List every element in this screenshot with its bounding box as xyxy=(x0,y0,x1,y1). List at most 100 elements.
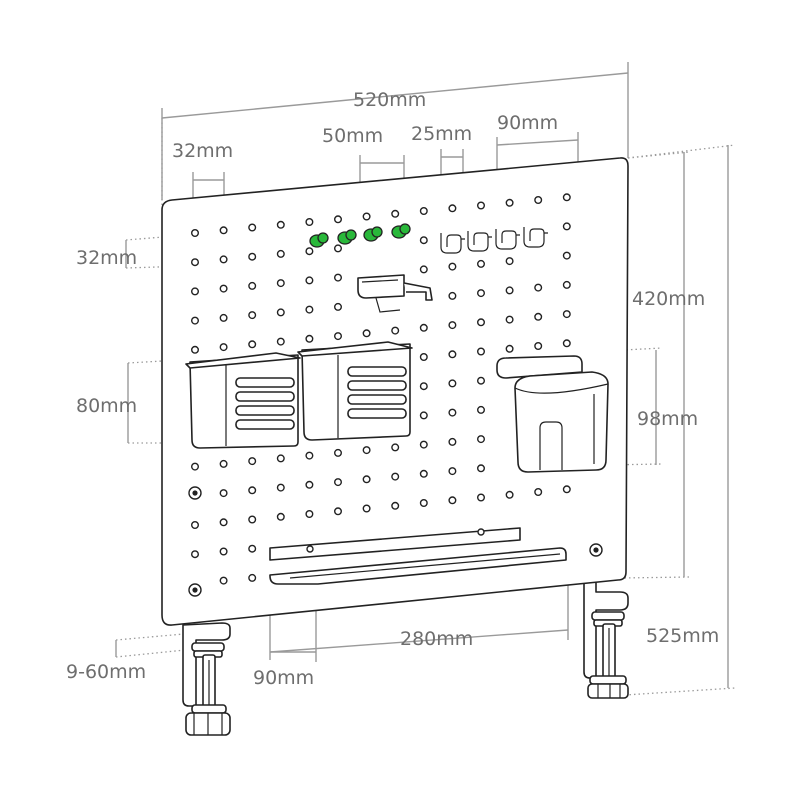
peg-hole xyxy=(562,222,571,231)
peg-hole xyxy=(190,287,199,296)
label-hook-spacing: 25mm xyxy=(411,123,472,145)
peg-hole xyxy=(505,286,514,295)
peg-hole xyxy=(477,435,486,444)
dim-hole-spacing-v: 32mm xyxy=(76,234,189,269)
peg-hole xyxy=(190,345,199,354)
peg-hole xyxy=(276,483,285,492)
peg-hole xyxy=(276,220,285,229)
peg-hole xyxy=(477,464,486,473)
peg-hole xyxy=(448,496,457,505)
peg-hole xyxy=(477,493,486,502)
s-hook xyxy=(440,233,465,254)
peg-hole xyxy=(305,247,314,256)
peg-hole xyxy=(276,454,285,463)
peg-hole xyxy=(219,313,228,322)
s-hook xyxy=(495,229,520,250)
peg-hole xyxy=(305,334,314,343)
peg-hole xyxy=(248,223,257,232)
peg-hole xyxy=(534,195,543,204)
peg-hole xyxy=(305,451,314,460)
peg-hole xyxy=(305,217,314,226)
peg-hole xyxy=(334,507,343,516)
peg-hole xyxy=(334,273,343,282)
peg-hole xyxy=(305,276,314,285)
peg-hole xyxy=(448,291,457,300)
peg-hole xyxy=(562,485,571,494)
peg-hole xyxy=(305,510,314,519)
label-shelf-offset: 90mm xyxy=(253,667,314,689)
s-hook xyxy=(467,231,492,252)
peg-hole xyxy=(219,489,228,498)
green-peg xyxy=(309,232,329,248)
peg-hole xyxy=(248,515,257,524)
peg-hole xyxy=(219,226,228,235)
peg-hole xyxy=(562,251,571,260)
peg-hole xyxy=(276,279,285,288)
peg-hole xyxy=(248,311,257,320)
peg-hole xyxy=(219,547,228,556)
peg-hole xyxy=(562,339,571,348)
label-hole-spacing-h: 32mm xyxy=(172,140,233,162)
peg-hole xyxy=(448,262,457,271)
peg-hole xyxy=(505,315,514,324)
label-hole-spacing-v: 32mm xyxy=(76,247,137,269)
peg-hole xyxy=(448,379,457,388)
peg-hole xyxy=(362,212,371,221)
peg-hole xyxy=(362,329,371,338)
peg-hole xyxy=(362,475,371,484)
peg-hole xyxy=(419,323,428,332)
peg-hole xyxy=(190,462,199,471)
peg-hole xyxy=(391,501,400,510)
peg-hole xyxy=(419,382,428,391)
peg-hole xyxy=(505,198,514,207)
peg-hole xyxy=(534,283,543,292)
peg-hole xyxy=(477,376,486,385)
peg-hole xyxy=(477,405,486,414)
cup-holder xyxy=(496,355,609,473)
peg-hole xyxy=(219,459,228,468)
clamp-leg-left xyxy=(182,622,231,736)
peg-hole xyxy=(190,316,199,325)
peg-hole xyxy=(419,440,428,449)
tray-shelf xyxy=(269,527,567,585)
peg-hole xyxy=(534,342,543,351)
label-basket-height: 80mm xyxy=(76,395,137,417)
s-hook xyxy=(523,227,548,248)
peg-hole xyxy=(505,344,514,353)
green-peg xyxy=(391,223,411,239)
peg-hole xyxy=(190,550,199,559)
peg-hole xyxy=(562,193,571,202)
label-hooks-span: 90mm xyxy=(497,112,558,134)
label-overall-width: 520mm xyxy=(353,89,426,111)
peg-hole xyxy=(419,469,428,478)
peg-hole xyxy=(562,310,571,319)
peg-hole xyxy=(334,448,343,457)
peg-hole xyxy=(305,305,314,314)
peg-hole xyxy=(448,350,457,359)
dim-board-height: 420mm xyxy=(619,151,705,579)
peg-hole xyxy=(477,201,486,210)
peg-hole xyxy=(448,467,457,476)
peg-hole xyxy=(362,446,371,455)
peg-hole xyxy=(419,206,428,215)
label-pegs-span: 50mm xyxy=(322,125,383,147)
peg-hole xyxy=(219,343,228,352)
peg-hole xyxy=(391,209,400,218)
peg-hole xyxy=(419,353,428,362)
peg-hole xyxy=(448,204,457,213)
peg-hole xyxy=(505,490,514,499)
peg-hole xyxy=(391,326,400,335)
peg-hole xyxy=(477,259,486,268)
peg-hole xyxy=(534,488,543,497)
storage-basket-right xyxy=(297,341,413,441)
peg-hole xyxy=(248,281,257,290)
peg-hole xyxy=(419,499,428,508)
label-clamp-range: 9-60mm xyxy=(66,661,146,683)
peg-hole xyxy=(276,337,285,346)
peg-hole xyxy=(362,504,371,513)
peg-hole xyxy=(276,308,285,317)
peg-hole xyxy=(419,265,428,274)
peg-hole xyxy=(248,573,257,582)
clamp-leg-right xyxy=(583,581,629,699)
